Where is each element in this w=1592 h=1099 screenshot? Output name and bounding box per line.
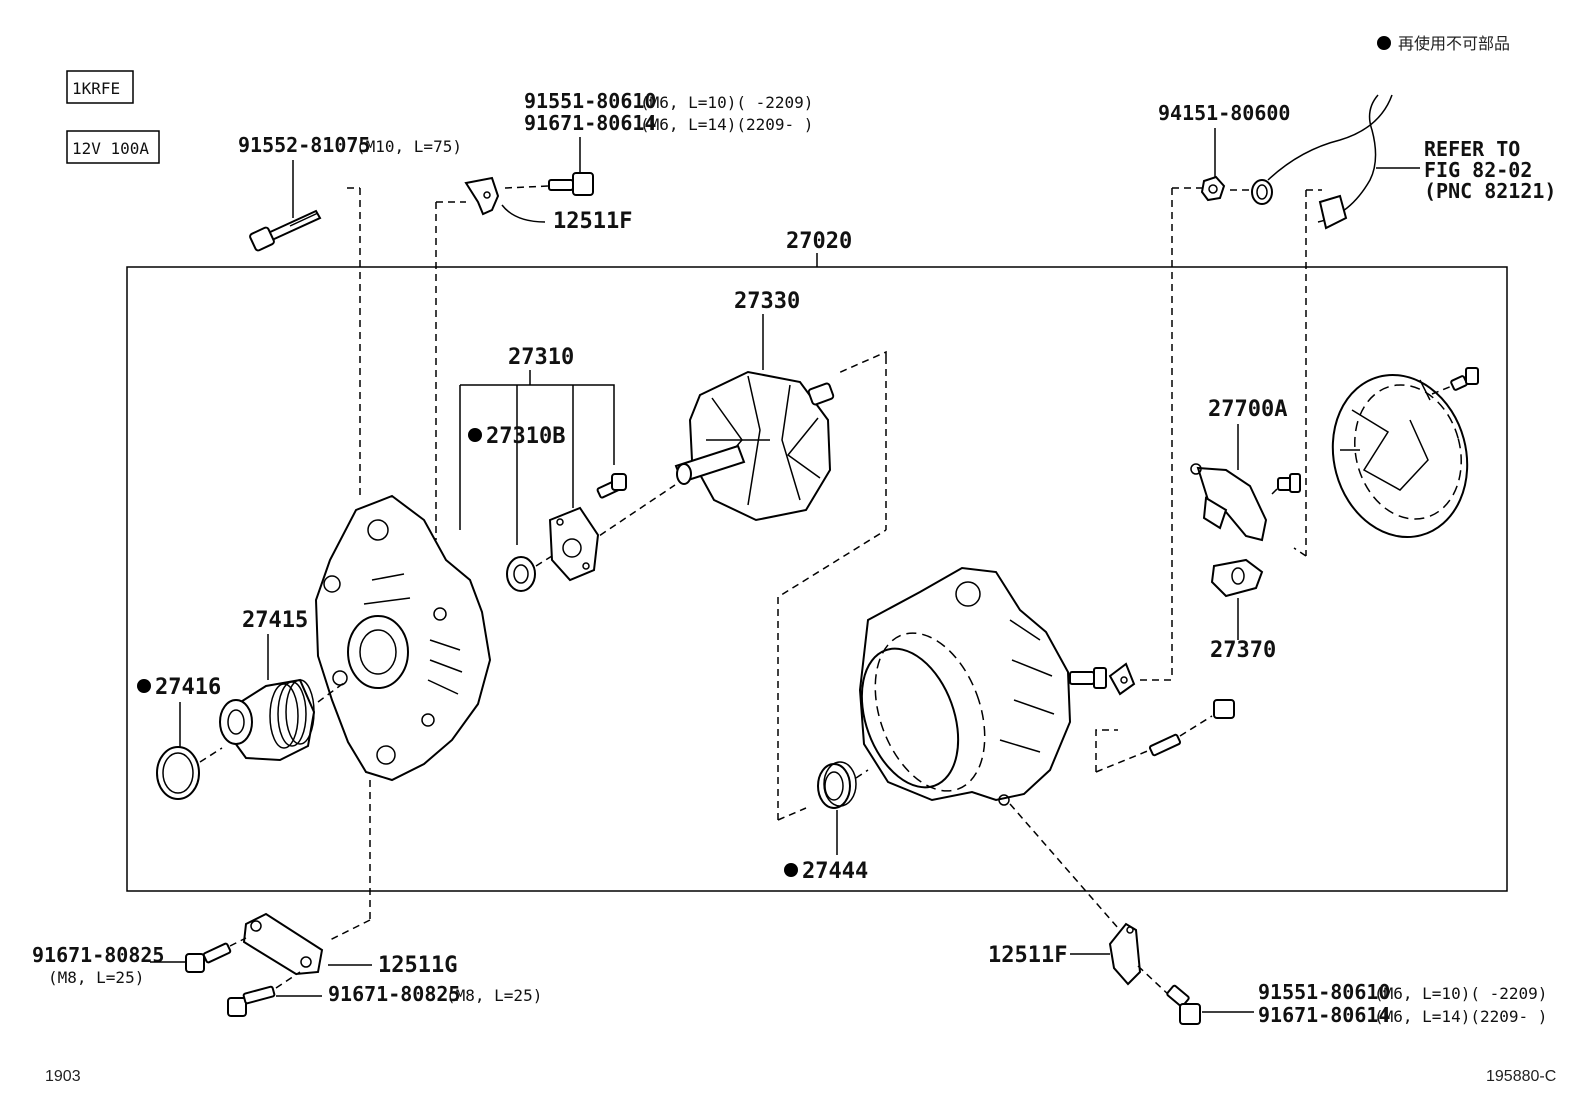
refer-line-2: FIG 82-02 xyxy=(1424,158,1532,182)
label-bottom-bolt-b: 91671-80614 xyxy=(1258,1003,1390,1027)
wire-harness xyxy=(1267,94,1393,181)
label-top-bolt-b: 91671-80614 xyxy=(524,111,656,135)
refer-line-1: REFER TO xyxy=(1424,137,1520,161)
nut-94151-icon xyxy=(1200,175,1226,202)
bracket-12511F-bottom-icon xyxy=(1108,922,1142,986)
label-91552-spec: (M10, L=75) xyxy=(356,137,462,156)
collar-27444-icon xyxy=(817,761,857,809)
grommet-icon xyxy=(1318,194,1348,230)
terminal-stud-icon xyxy=(1069,667,1107,689)
rating-box xyxy=(66,130,160,164)
bottom-bracket-bolt-icon xyxy=(1166,984,1201,1025)
bolt-bottom-icon xyxy=(227,985,276,1017)
rating-text: 12V 100A xyxy=(72,139,149,158)
bolt-left-icon xyxy=(185,942,232,973)
bearing-27310B-icon xyxy=(506,556,536,592)
label-27416: 27416 xyxy=(155,675,221,700)
pulley-27415-icon xyxy=(219,678,316,762)
terminal-ring-icon xyxy=(1251,179,1273,205)
label-12511F-bottom: 12511F xyxy=(988,943,1067,968)
label-bottom-bolt-a-spec: (M6, L=10)( -2209) xyxy=(1374,984,1547,1003)
refer-line-3: (PNC 82121) xyxy=(1424,179,1556,203)
engine-code-box xyxy=(66,70,134,104)
label-12511G: 12511G xyxy=(378,953,457,978)
label-top-bolt-a: 91551-80610 xyxy=(524,89,656,113)
label-27700A: 27700A xyxy=(1208,397,1287,422)
bullet-27416-icon xyxy=(137,679,151,693)
terminal-insulator-icon xyxy=(1108,662,1136,696)
label-27330: 27330 xyxy=(734,289,800,314)
rear-frame-stator-icon xyxy=(858,566,1072,806)
label-27020: 27020 xyxy=(786,229,852,254)
rotor-27330-icon xyxy=(674,370,835,522)
label-27415: 27415 xyxy=(242,608,308,633)
regulator-screw-icon xyxy=(1277,473,1301,493)
label-bolt-left-spec: (M8, L=25) xyxy=(48,968,144,987)
label-top-bolt-b-spec: (M6, L=14)(2209- ) xyxy=(640,115,813,134)
bullet-27310B-icon xyxy=(468,428,482,442)
engine-code: 1KRFE xyxy=(72,79,120,98)
label-27310B: 27310B xyxy=(486,424,565,449)
regulator-27700A-icon xyxy=(1190,463,1268,542)
legend-text: 再使用不可部品 xyxy=(1398,35,1510,53)
through-bolt-icon xyxy=(1148,699,1235,757)
label-12511F-top: 12511F xyxy=(553,209,632,234)
label-27310: 27310 xyxy=(508,345,574,370)
retainer-plate-icon xyxy=(548,506,600,582)
top-bracket-bolt-icon xyxy=(548,172,594,196)
non-reusable-bullet-icon xyxy=(1377,36,1391,50)
bracket-12511F-top-icon xyxy=(464,176,500,216)
rear-cover-screw-icon xyxy=(1450,367,1479,391)
label-27370: 27370 xyxy=(1210,638,1276,663)
rear-cover-icon xyxy=(1331,373,1469,539)
label-91552: 91552-81075 xyxy=(238,133,370,157)
footer-right: 195880-C xyxy=(1486,1068,1556,1085)
label-top-bolt-a-spec: (M6, L=10)( -2209) xyxy=(640,93,813,112)
bolt-91552-icon xyxy=(249,209,322,252)
label-94151: 94151-80600 xyxy=(1158,101,1290,125)
label-27444: 27444 xyxy=(802,859,868,884)
label-bolt-left: 91671-80825 xyxy=(32,943,164,967)
screw-27310-icon xyxy=(596,473,627,499)
pulley-cover-27416-icon xyxy=(156,746,200,800)
stay-12511G-icon xyxy=(242,912,324,976)
bullet-27444-icon xyxy=(784,863,798,877)
label-bolt-bottom: 91671-80825 xyxy=(328,982,460,1006)
footer-left: 1903 xyxy=(45,1068,81,1085)
label-bolt-bottom-spec: (M8, L=25) xyxy=(446,986,542,1005)
label-bottom-bolt-a: 91551-80610 xyxy=(1258,980,1390,1004)
drive-end-frame-icon xyxy=(314,494,492,782)
label-bottom-bolt-b-spec: (M6, L=14)(2209- ) xyxy=(1374,1007,1547,1026)
holder-27370-icon xyxy=(1210,558,1264,598)
